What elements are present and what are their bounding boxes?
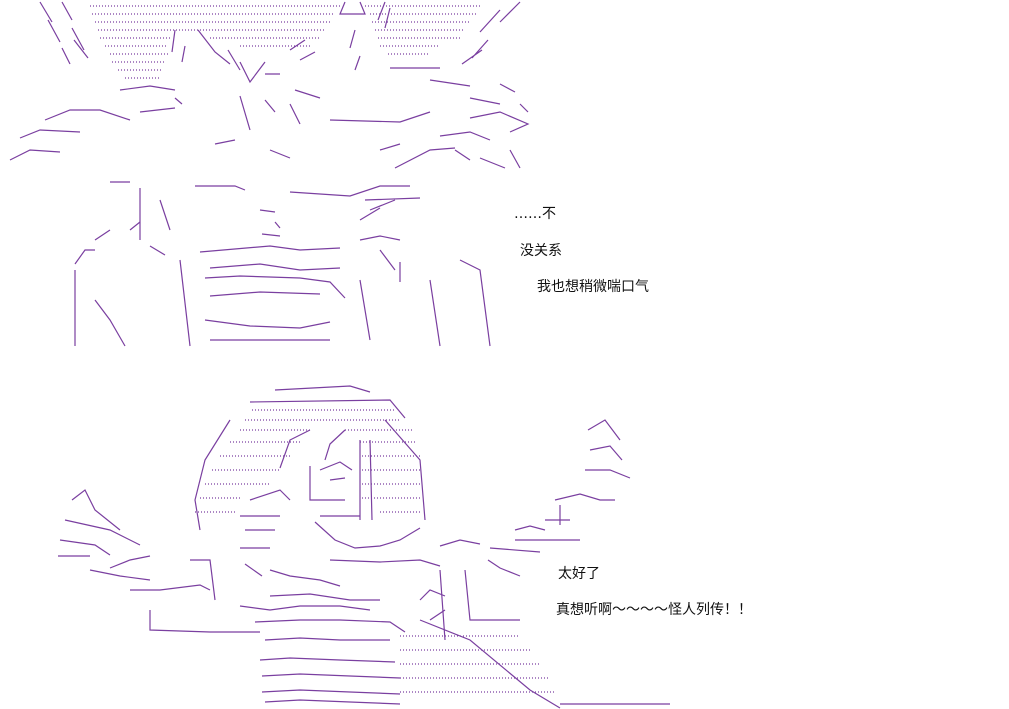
dialogue-line-1: ……不 [514,206,556,222]
dialogue-line-5: 真想听啊～～～～怪人列传！！ [556,602,752,618]
upper-character-art [9,1,530,347]
dialogue-line-2: 没关系 [520,243,562,259]
dialogue-line-4: 太好了 [558,566,600,582]
dialogue-line-3: 我也想稍微喘口气 [537,279,649,295]
lower-character-art [58,385,670,709]
